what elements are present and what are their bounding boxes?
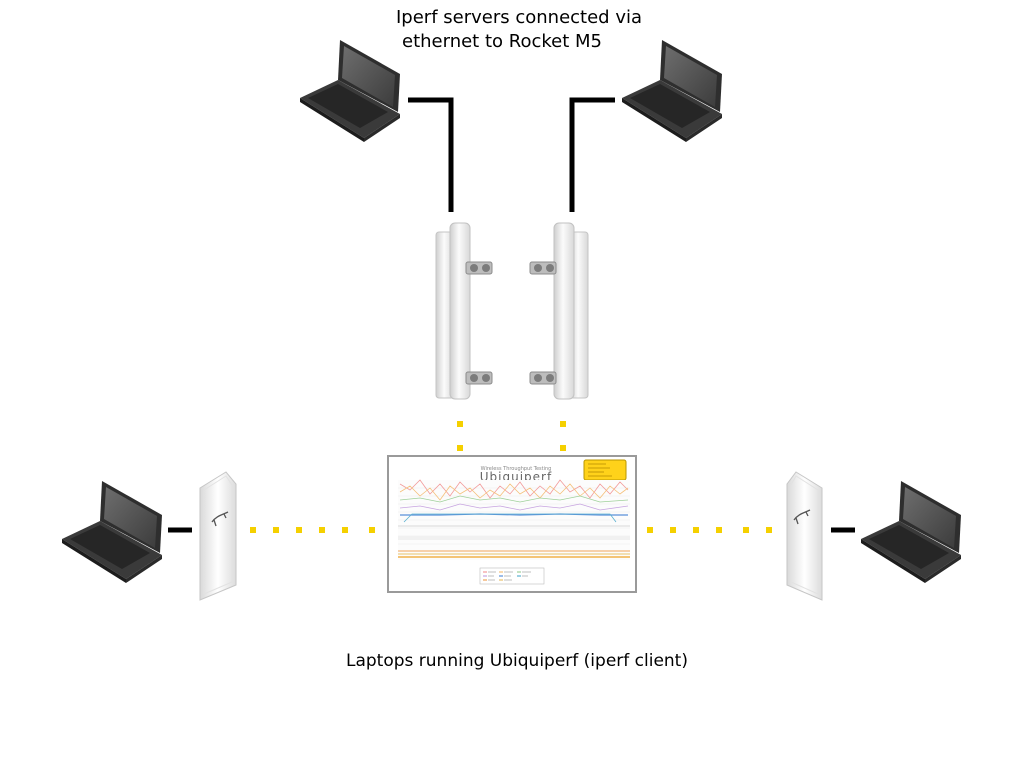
laptop-icon <box>62 481 162 583</box>
ubiquiti-logo-icon <box>211 511 229 527</box>
ubiquiperf-screenshot: Wireless Throughput Testing Ubiquiperf <box>387 455 637 593</box>
caption-top-line1: Iperf servers connected via <box>396 7 643 28</box>
ethernet-cable-left <box>408 97 454 212</box>
laptop-icon <box>300 40 400 142</box>
caption-bottom: Laptops running Ubiquiperf (iperf client… <box>346 651 688 671</box>
ethernet-cable-right <box>569 97 615 212</box>
laptop-icon <box>861 481 961 583</box>
wireless-link-vertical-right <box>560 421 566 451</box>
caption-top-line2: ethernet to Rocket M5 <box>402 31 602 52</box>
sector-antenna-icon <box>529 222 589 400</box>
cpe-radio-icon <box>786 471 823 601</box>
wireless-link-vertical-left <box>457 421 463 451</box>
wireless-link-left <box>250 527 375 533</box>
ubiquiti-logo-icon <box>793 509 811 525</box>
screenshot-note <box>583 459 627 481</box>
cpe-radio-icon <box>199 471 237 601</box>
sector-antenna-icon <box>435 222 493 400</box>
wireless-link-right <box>647 527 772 533</box>
screenshot-subtitle: Wireless Throughput Testing <box>481 466 552 472</box>
laptop-icon <box>622 40 722 142</box>
